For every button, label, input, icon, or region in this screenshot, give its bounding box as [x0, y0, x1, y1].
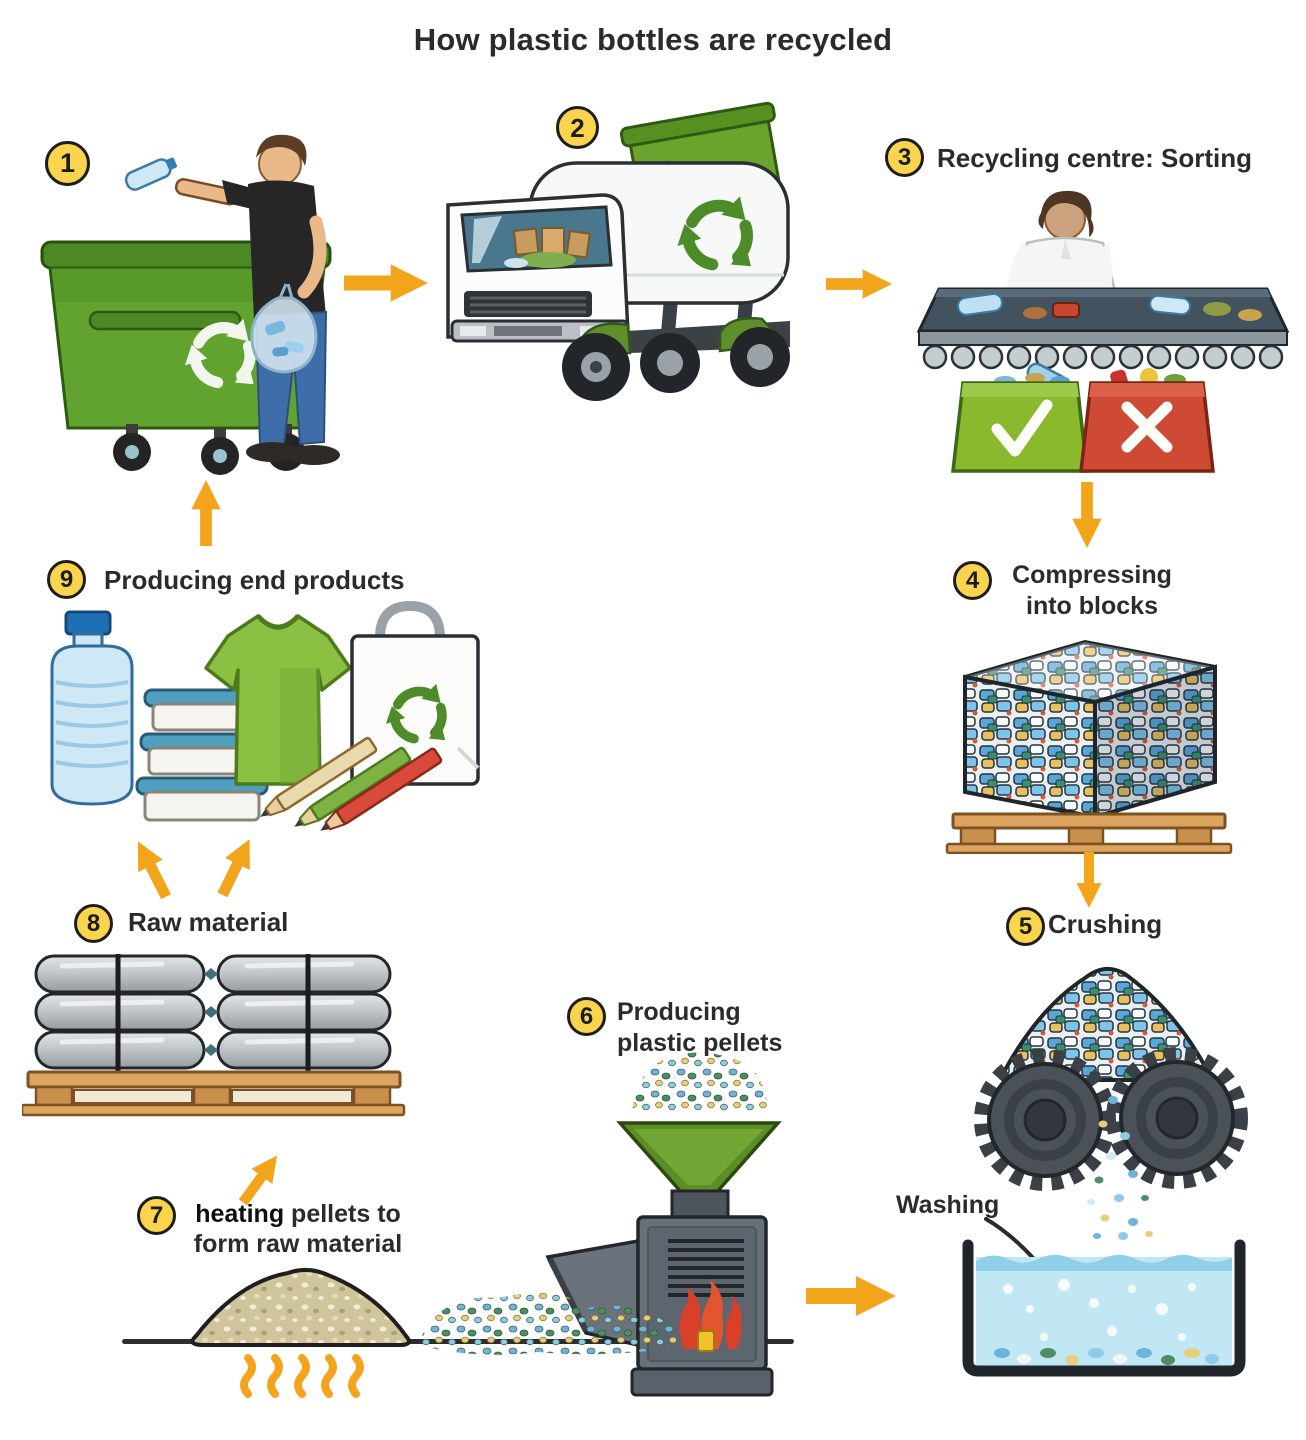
- conveyor-belt: [916, 287, 1290, 370]
- washing-label: Washing: [896, 1191, 1000, 1219]
- step-5-badge: 5: [1006, 907, 1045, 946]
- step-7-line1-rest: pellets to: [284, 1200, 401, 1228]
- step-4-label-line2: into blocks: [1026, 592, 1158, 620]
- step-4-illustration: [945, 639, 1233, 854]
- step-8-label: Raw material: [128, 907, 289, 937]
- pallet: [945, 812, 1233, 854]
- arrow-step1-to-step2: [344, 262, 428, 304]
- arrow-step4-to-step5: [1070, 852, 1108, 908]
- arrow-step9-to-step1: [188, 480, 224, 546]
- accept-bin: [951, 373, 1089, 473]
- straps: [115, 954, 311, 1072]
- step-5-illustration: [974, 966, 1248, 1240]
- plastic-bottle: [124, 157, 177, 191]
- step-6-label-line1: Producing: [617, 998, 741, 1026]
- page-title: How plastic bottles are recycled: [413, 22, 893, 57]
- step-6-label: Producing plastic pellets: [617, 997, 782, 1059]
- pencils: [260, 736, 443, 831]
- arrow-step2-to-step3: [826, 264, 892, 304]
- step-7-badge: 7: [137, 1196, 176, 1235]
- plastic-pieces-in-water: [994, 1348, 1219, 1365]
- step-6-badge: 6: [567, 997, 606, 1036]
- plastic-bale: [963, 639, 1217, 820]
- step-9-label: Producing end products: [104, 565, 405, 595]
- step-7-illustration: [190, 1268, 676, 1398]
- step-3-illustration: [916, 190, 1290, 473]
- pallet: [22, 1070, 406, 1117]
- arrow-step8-to-step9-left: [122, 833, 182, 905]
- truck-cab: [446, 193, 630, 343]
- washing-tank: [962, 1239, 1246, 1377]
- step-3-label: Recycling centre: Sorting: [937, 143, 1252, 173]
- washing-pointer-line: [984, 1217, 1036, 1261]
- step-4-badge: 4: [953, 561, 992, 600]
- arrow-step3-to-step4: [1068, 482, 1106, 548]
- pellet-pile: [190, 1268, 411, 1347]
- t-shirt: [204, 614, 352, 786]
- step-1-badge: 1: [45, 141, 90, 186]
- raw-material-rolls: [34, 954, 392, 1072]
- step-7-bold-word: heating: [195, 1200, 285, 1228]
- step-9-illustration: [50, 600, 480, 831]
- water-bottle: [50, 610, 134, 806]
- fire-icon: [679, 1279, 742, 1352]
- step-8-badge: 8: [74, 904, 113, 943]
- arrow-step8-to-step9-right: [206, 831, 266, 903]
- person-recycling: [124, 134, 340, 465]
- reject-bin: [1079, 368, 1215, 473]
- pellet-stream: [418, 1292, 676, 1355]
- bubbles: [1003, 1279, 1196, 1341]
- step-4-label-line1: Compressing: [1012, 561, 1172, 589]
- washing-tank-illustration: [962, 1217, 1246, 1377]
- step-6-label-line2: plastic pellets: [617, 1029, 783, 1057]
- step-2-badge: 2: [556, 106, 599, 149]
- step-9-badge: 9: [47, 560, 86, 599]
- arrow-step7-to-step8: [228, 1145, 291, 1213]
- bag-with-recycle-logo: [350, 600, 480, 786]
- falling-flakes: [1087, 1096, 1153, 1240]
- heat-waves-icon: [240, 1354, 364, 1398]
- check-icon: [991, 399, 1053, 457]
- step-7-label-line1: heating pellets to: [182, 1199, 414, 1229]
- arrow-step6-to-washing: [806, 1272, 896, 1320]
- step-7-label: heating pellets to form raw material: [182, 1199, 414, 1259]
- vents: [668, 1239, 744, 1297]
- chassis-and-wheels: [562, 317, 790, 401]
- bag-of-bottles: [250, 283, 318, 374]
- pellets-into-funnel: [632, 1052, 768, 1111]
- step-3-badge: 3: [885, 138, 924, 177]
- step-8-illustration: [22, 954, 406, 1117]
- step-4-label: Compressing into blocks: [1002, 560, 1182, 622]
- cross-icon: [1121, 401, 1173, 453]
- crusher-gears: [974, 1047, 1248, 1191]
- step-1-illustration: [40, 134, 340, 475]
- step-2-illustration: [446, 101, 790, 401]
- step-7-label-line2: form raw material: [193, 1230, 403, 1258]
- step-5-label: Crushing: [1048, 909, 1163, 939]
- conveyor-rollers: [922, 344, 1284, 370]
